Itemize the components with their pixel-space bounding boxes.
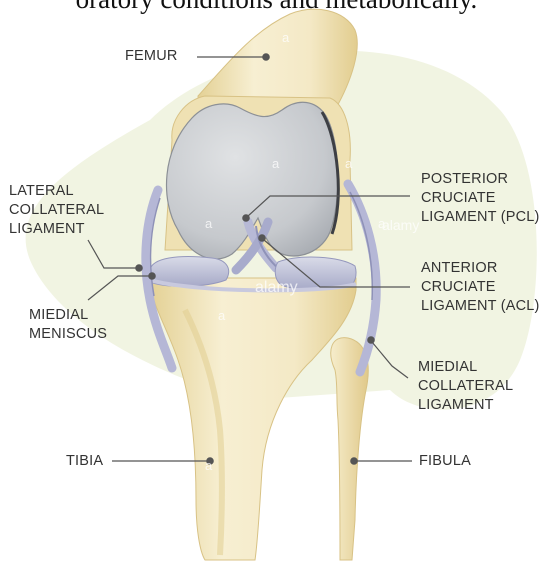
leader-fibula-dot: [351, 458, 357, 464]
watermark-3: a: [345, 156, 353, 171]
watermark-7: a: [218, 308, 226, 323]
label-medial-collateral-line-3: LIGAMENT: [418, 396, 513, 415]
watermark-8: alamy: [255, 279, 298, 296]
label-fibula: FIBULA: [419, 452, 471, 471]
label-acl-line-1: ANTERIOR: [421, 259, 540, 278]
watermark-9: a: [205, 458, 213, 473]
label-acl: ANTERIOR CRUCIATE LIGAMENT (ACL): [421, 259, 540, 316]
leader-lateral-collateral-dot: [136, 265, 142, 271]
tibia-bone: [150, 278, 356, 560]
label-acl-line-3: LIGAMENT (ACL): [421, 297, 540, 316]
watermark-1: a: [282, 30, 290, 45]
label-medial-meniscus-line-2: MENISCUS: [29, 325, 107, 344]
label-medial-collateral-ligament: MIEDIAL COLLATERAL LIGAMENT: [418, 358, 513, 415]
watermark-4: a: [205, 216, 213, 231]
label-pcl-line-2: CRUCIATE: [421, 189, 540, 208]
label-medial-meniscus: MIEDIAL MENISCUS: [29, 306, 107, 344]
label-medial-meniscus-line-1: MIEDIAL: [29, 306, 107, 325]
label-tibia: TIBIA: [66, 452, 103, 471]
label-medial-collateral-line-1: MIEDIAL: [418, 358, 513, 377]
leader-medial-collateral-dot: [368, 337, 374, 343]
label-lateral-collateral-ligament: LATERAL COLLATERAL LIGAMENT: [9, 182, 104, 239]
label-lateral-collateral-line-1: LATERAL: [9, 182, 104, 201]
watermark-6: alamy: [382, 217, 419, 233]
watermark-10: a: [272, 536, 280, 551]
label-pcl: POSTERIOR CRUCIATE LIGAMENT (PCL): [421, 170, 540, 227]
label-medial-collateral-line-2: COLLATERAL: [418, 377, 513, 396]
leader-femur-dot: [263, 54, 269, 60]
label-femur: FEMUR: [125, 47, 178, 66]
leader-medial-meniscus-dot: [149, 273, 155, 279]
label-lateral-collateral-line-3: LIGAMENT: [9, 220, 104, 239]
watermark-2: a: [272, 156, 280, 171]
leader-acl-dot: [259, 235, 265, 241]
label-femur-text: FEMUR: [125, 47, 178, 66]
label-acl-line-2: CRUCIATE: [421, 278, 540, 297]
label-tibia-text: TIBIA: [66, 452, 103, 471]
label-fibula-text: FIBULA: [419, 452, 471, 471]
label-lateral-collateral-line-2: COLLATERAL: [9, 201, 104, 220]
label-pcl-line-1: POSTERIOR: [421, 170, 540, 189]
leader-pcl-dot: [243, 215, 249, 221]
label-pcl-line-3: LIGAMENT (PCL): [421, 208, 540, 227]
